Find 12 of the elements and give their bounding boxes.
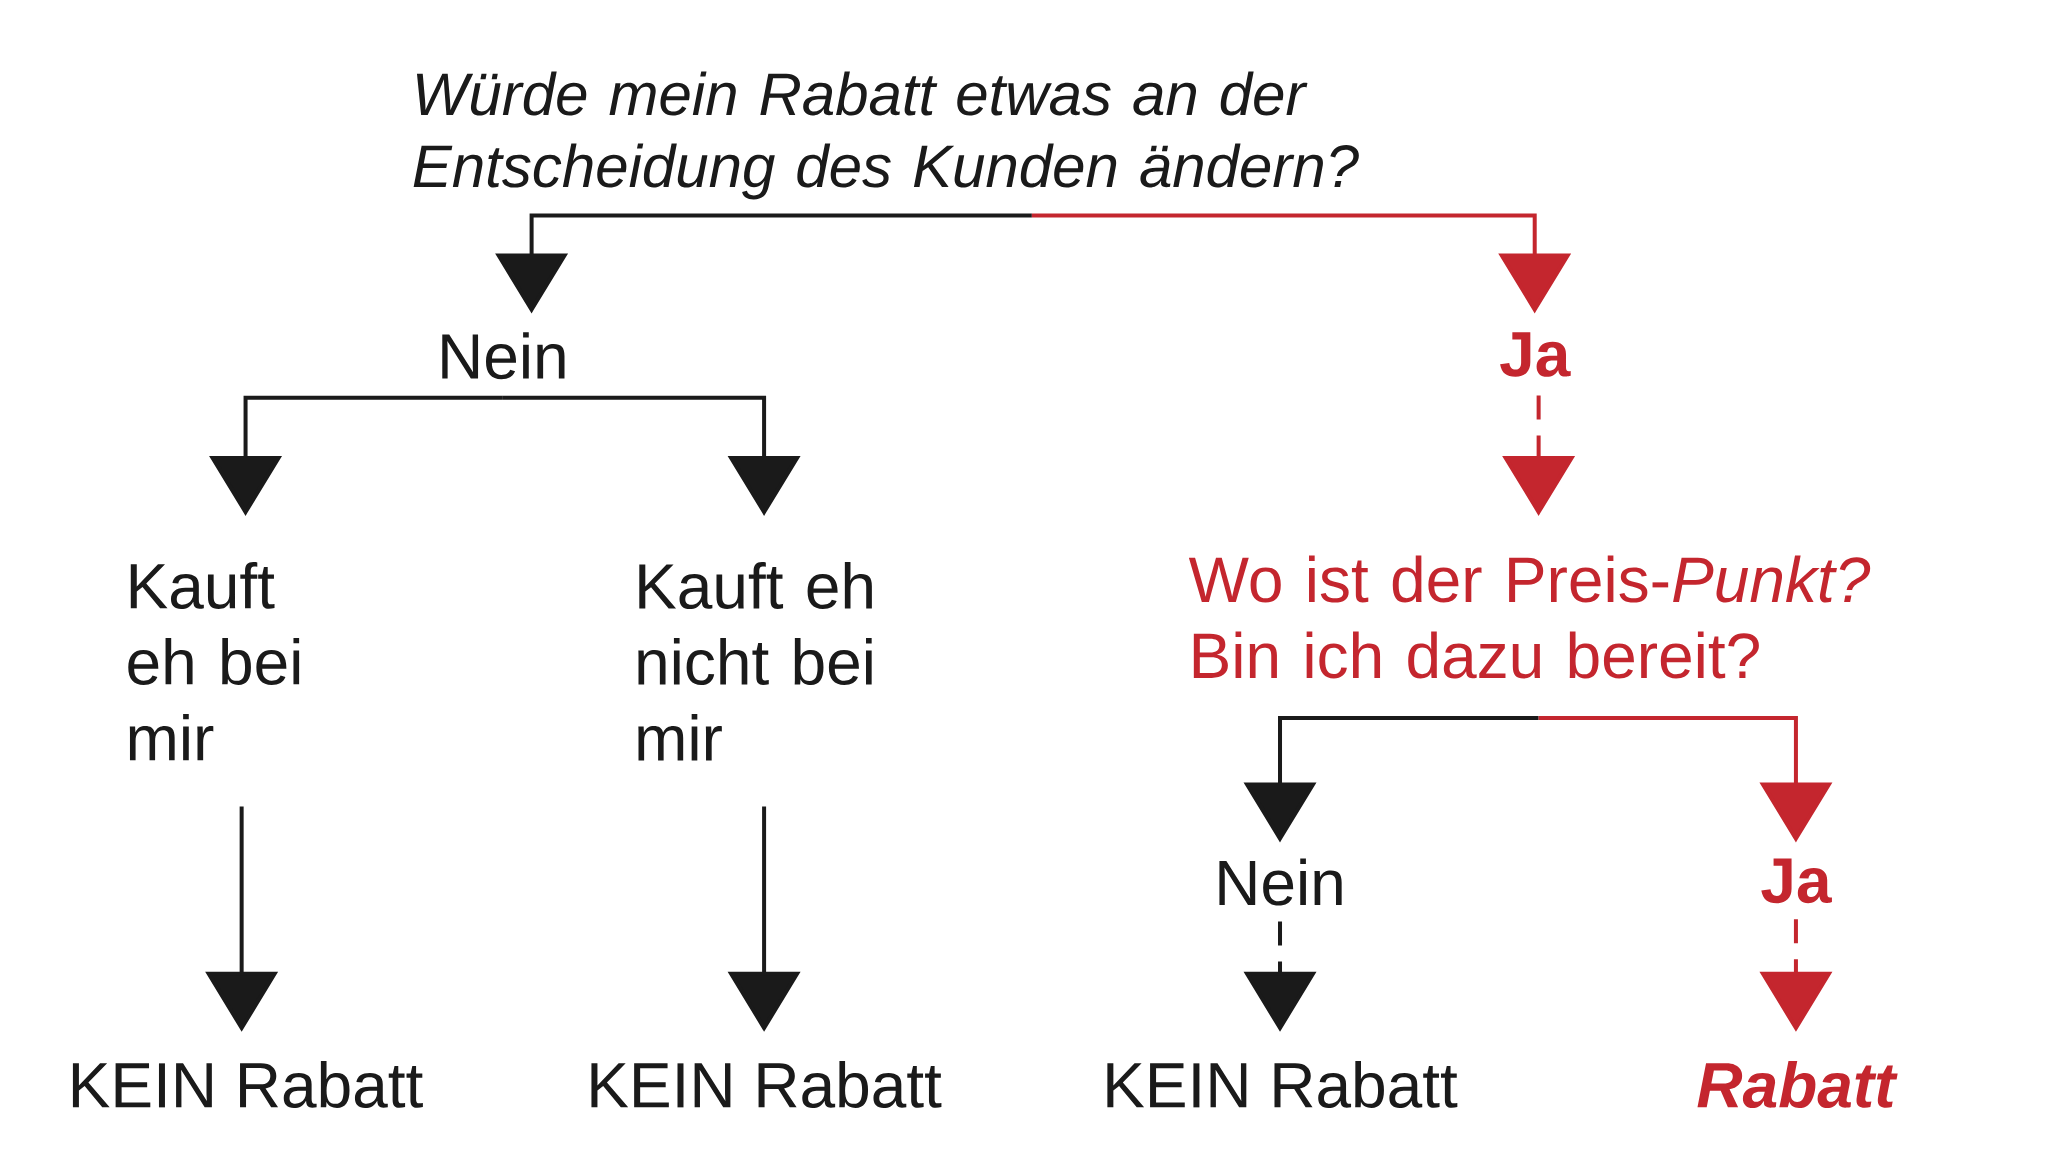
answer-label: Ja bbox=[1761, 858, 1832, 904]
outcome-text: Kauft eh bei mir bbox=[128, 561, 300, 761]
question-text: Wo ist der Preis-Punkt? Bin ich dazu bereit? bbox=[1188, 555, 1871, 679]
result-label: KEIN Rabatt bbox=[591, 1060, 942, 1108]
result-label: Rabatt bbox=[1697, 1060, 1898, 1108]
answer-label: Nein bbox=[1219, 858, 1342, 906]
result-label: KEIN Rabatt bbox=[72, 1060, 423, 1108]
result-label: KEIN Rabatt bbox=[1107, 1060, 1458, 1108]
answer-label: Nein bbox=[442, 332, 565, 380]
outcome-text: Kauft eh nicht bei mir bbox=[638, 561, 872, 761]
question-text: Würde mein Rabatt etwas an der Entscheidung des Kunden ändern? bbox=[413, 71, 1359, 200]
answer-label: Ja bbox=[1500, 332, 1571, 377]
